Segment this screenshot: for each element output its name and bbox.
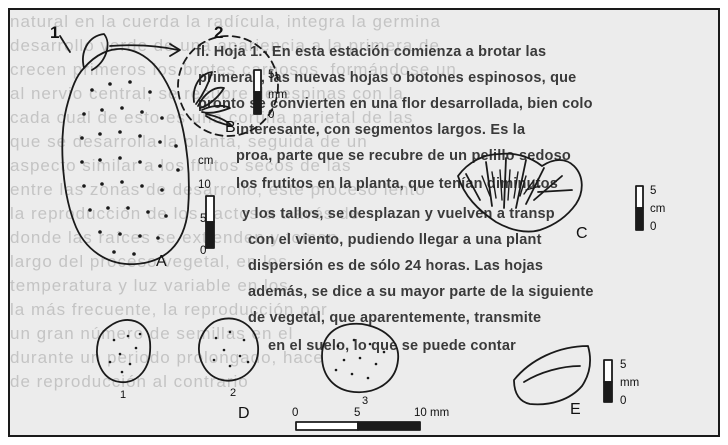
scale-b-top: 5 [268, 70, 274, 82]
label-d-2: 2 [230, 388, 236, 399]
crescent-e [514, 346, 590, 404]
crescent-e-inner [524, 366, 580, 382]
scale-bar-a-upper [206, 196, 214, 222]
scale-d-ten: 10 mm [414, 408, 449, 420]
label-a: A [156, 254, 167, 270]
scale-c-unit: cm [650, 204, 665, 216]
flower-c-segment [486, 162, 492, 206]
seed-d2 [199, 318, 258, 380]
scale-bar-c-upper [636, 186, 643, 208]
flower-c-segment [538, 190, 572, 192]
scale-e-bottom: 0 [620, 396, 626, 408]
scale-d-five: 5 [354, 408, 360, 420]
label-d: D [238, 406, 250, 422]
scale-a-unit: cm [198, 156, 213, 168]
scale-e-unit: mm [620, 378, 639, 390]
seed-d1 [97, 320, 150, 382]
label-d-1: 1 [120, 390, 126, 401]
label-d-3: 3 [362, 396, 368, 407]
scale-e-top: 5 [620, 360, 626, 372]
flower-c-segment [504, 158, 506, 208]
pad-a-areoles [80, 80, 180, 256]
cactus-illustration [10, 10, 718, 435]
scale-c-bottom: 0 [650, 222, 656, 234]
label-1: 1 [50, 24, 59, 41]
scale-b-bottom: 0 [268, 110, 274, 122]
scale-bar-a-lower [206, 222, 214, 248]
leaflet [202, 106, 230, 113]
label-2: 2 [214, 24, 223, 41]
seed-d1-dots [109, 333, 142, 374]
pad-a-outline [62, 49, 189, 264]
scale-a-bottom: 0 [200, 246, 206, 258]
scale-b-unit: mm [268, 90, 287, 102]
scale-c-top: 5 [650, 186, 656, 198]
flower-c-segment [516, 160, 526, 208]
seed-d2-dots [213, 331, 250, 368]
scale-bar-d-black [358, 422, 420, 430]
scale-bar-e-upper [604, 360, 612, 382]
scale-bar-b-lower [254, 92, 261, 114]
label-b: B [225, 120, 236, 136]
label-e: E [570, 402, 581, 418]
figure-frame: natural en la cuerda la radícula, integr… [8, 8, 720, 437]
scale-bar-c-lower [636, 208, 643, 230]
scale-bar-e-lower [604, 382, 612, 402]
scale-d-zero: 0 [292, 408, 298, 420]
label-c: C [576, 226, 588, 242]
scale-a-top: 10 [198, 180, 211, 192]
scale-bar-b-upper [254, 70, 261, 92]
scale-bar-d-white [296, 422, 358, 430]
scale-a-mid: 5 [200, 214, 206, 226]
seed-d3-dots [335, 339, 386, 380]
pointer-arrow-1 [60, 36, 70, 52]
